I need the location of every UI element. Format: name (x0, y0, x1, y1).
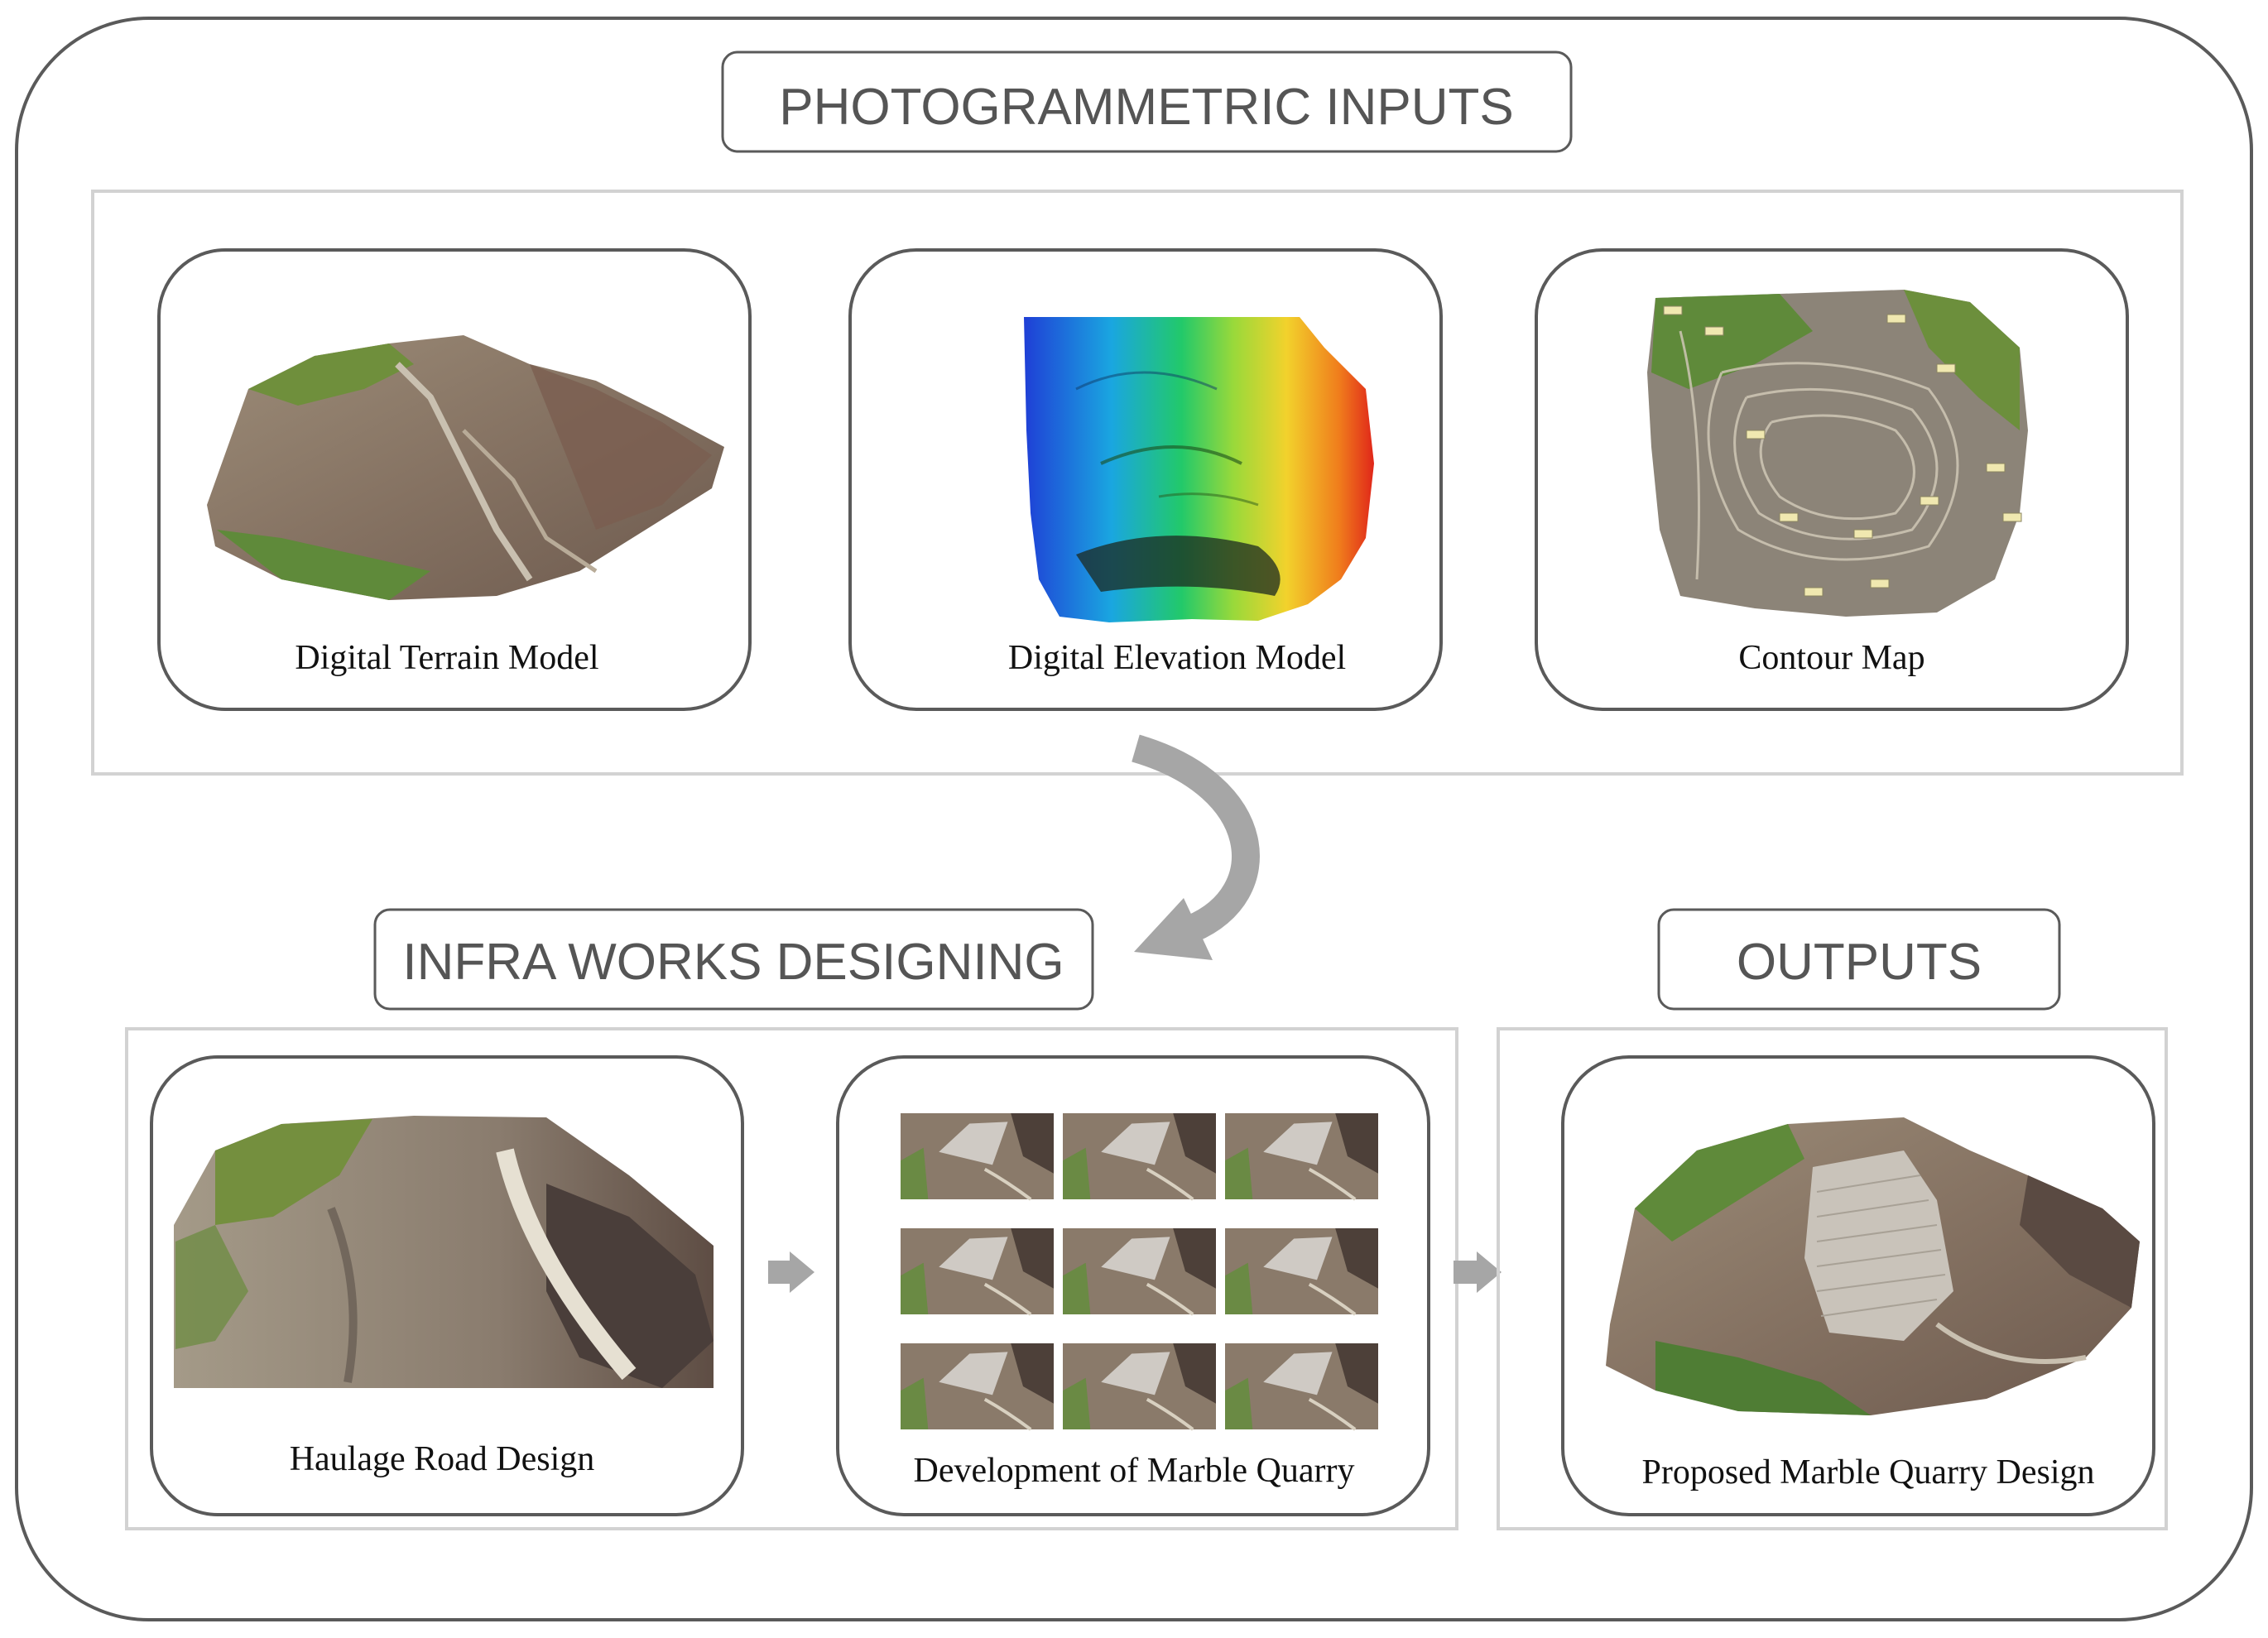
card-label: Digital Terrain Model (295, 639, 598, 677)
card-label: Contour Map (1738, 639, 1924, 677)
outputs-panel (1497, 1027, 2168, 1530)
card-development-of-marble-quarry: Development of Marble Quarry (836, 1055, 1430, 1516)
design-title-box (373, 908, 1094, 1011)
quarry-stage-thumbnail (1225, 1228, 1378, 1316)
quarry-stage-thumbnail (1063, 1343, 1216, 1431)
inputs-section: PHOTOGRAMMETRIC INPUTS Digital Terrain M… (91, 50, 2184, 776)
quarry-stage-thumbnail (1063, 1228, 1216, 1316)
card-label: Haulage Road Design (290, 1440, 595, 1478)
card-label: Proposed Marble Quarry Design (1641, 1453, 2094, 1491)
card-label: Development of Marble Quarry (914, 1452, 1355, 1490)
right-arrow-icon (1454, 1251, 1502, 1293)
curved-arrow-icon (1132, 734, 1260, 960)
digital-elevation-model-image (1024, 317, 1374, 622)
haulage-road-design-image (174, 1116, 714, 1388)
inputs-title-box (721, 50, 1573, 153)
card-label: Digital Elevation Model (1008, 639, 1346, 677)
quarry-development-thumbnails (901, 1113, 1378, 1431)
outputs-section: OUTPUTS Proposed Marble Quarry Design (1497, 908, 2168, 1530)
right-arrow-icon (768, 1251, 814, 1293)
quarry-stage-thumbnail (1225, 1113, 1378, 1201)
card-haulage-road-design: Haulage Road Design (150, 1055, 744, 1516)
contour-map-image (1647, 290, 2028, 617)
digital-terrain-model-image (207, 335, 724, 600)
inputs-title: PHOTOGRAMMETRIC INPUTS (779, 79, 1514, 136)
design-title: INFRA WORKS DESIGNING (402, 934, 1064, 991)
quarry-stage-thumbnail (901, 1113, 1054, 1201)
quarry-stage-thumbnail (1063, 1113, 1216, 1201)
proposed-marble-quarry-design-image (1606, 1117, 2140, 1415)
card-digital-elevation-model: Digital Elevation Model (848, 248, 1443, 711)
quarry-stage-thumbnail (901, 1343, 1054, 1431)
outer-frame (15, 17, 2253, 1621)
quarry-stage-thumbnail (901, 1228, 1054, 1316)
outputs-title: OUTPUTS (1737, 934, 1982, 991)
inputs-panel (91, 190, 2184, 776)
outputs-title-box (1657, 908, 2061, 1011)
card-proposed-marble-quarry-design: Proposed Marble Quarry Design (1561, 1055, 2155, 1516)
card-digital-terrain-model: Digital Terrain Model (157, 248, 752, 711)
contour-labels (1663, 305, 2022, 597)
quarry-stage-thumbnail (1225, 1343, 1378, 1431)
design-section: INFRA WORKS DESIGNING Haulage Road Desig… (125, 908, 1458, 1530)
card-contour-map: Contour Map (1535, 248, 2129, 711)
contour-lines (1679, 330, 1959, 580)
